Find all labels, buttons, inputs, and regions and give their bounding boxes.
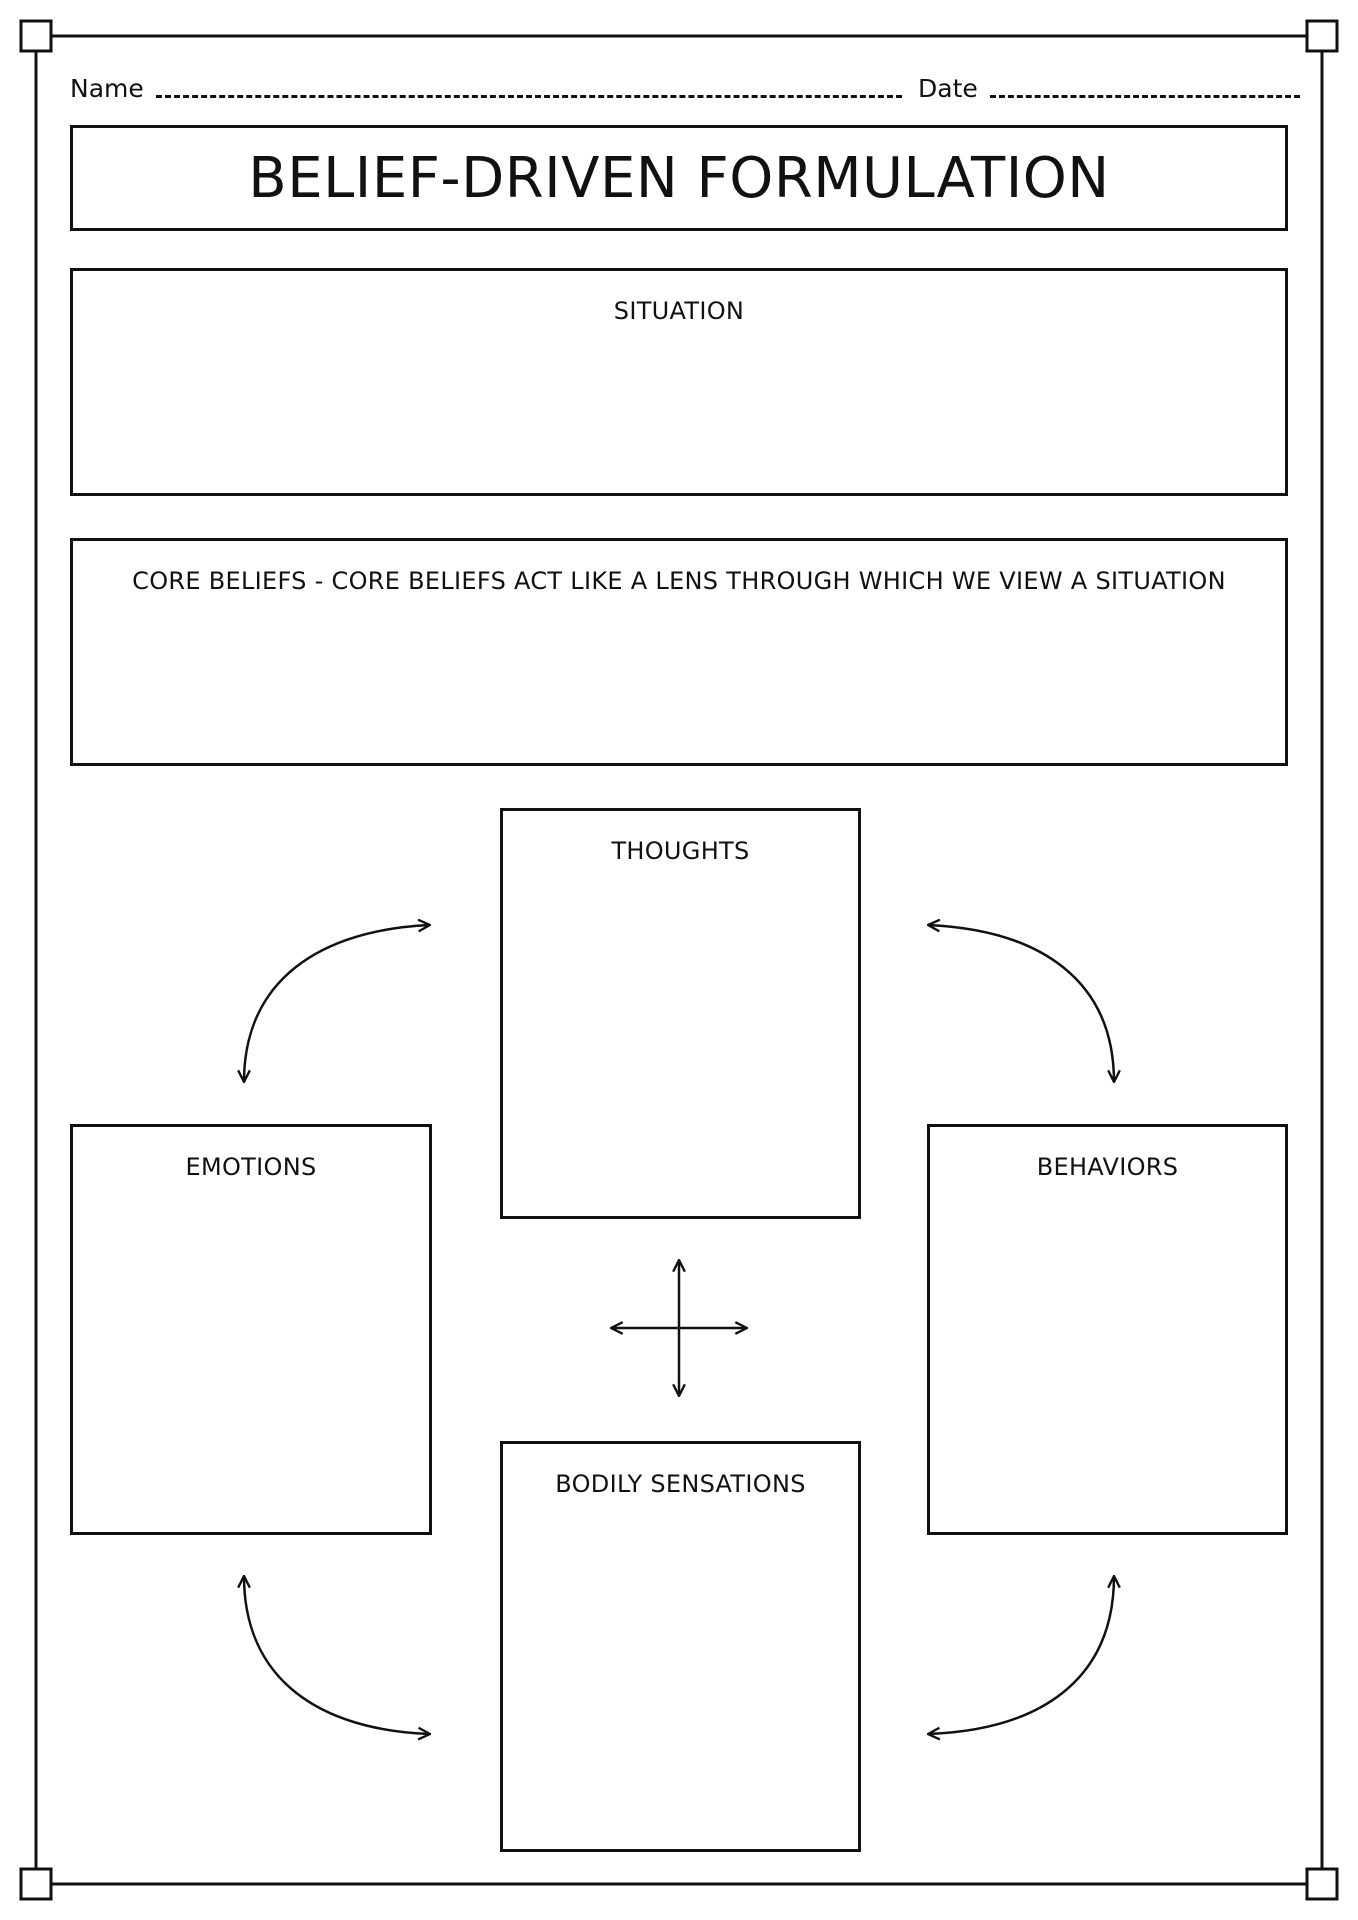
page-title: BELIEF-DRIVEN FORMULATION <box>248 145 1110 211</box>
page-border <box>34 34 1324 1886</box>
core-beliefs-box[interactable]: CORE BELIEFS - CORE BELIEFS ACT LIKE A L… <box>70 538 1288 766</box>
date-line[interactable] <box>989 95 1300 98</box>
arrow-behaviors-bodily <box>928 1576 1114 1734</box>
corner-square-tl <box>19 19 53 53</box>
emotions-label: EMOTIONS <box>185 1153 317 1181</box>
arrow-emotions-bodily <box>244 1576 430 1734</box>
situation-box[interactable]: SITUATION <box>70 268 1288 496</box>
thoughts-label: THOUGHTS <box>611 837 750 865</box>
core-beliefs-label: CORE BELIEFS - CORE BELIEFS ACT LIKE A L… <box>132 567 1226 595</box>
title-box: BELIEF-DRIVEN FORMULATION <box>70 125 1288 231</box>
behaviors-label: BEHAVIORS <box>1036 1153 1179 1181</box>
situation-label: SITUATION <box>613 297 745 325</box>
emotions-box[interactable]: EMOTIONS <box>70 1124 432 1535</box>
date-field[interactable]: Date <box>918 74 1300 103</box>
bodily-sensations-box[interactable]: BODILY SENSATIONS <box>500 1441 861 1852</box>
arrow-thoughts-behaviors <box>928 925 1114 1082</box>
bodily-sensations-label: BODILY SENSATIONS <box>555 1470 806 1498</box>
corner-square-br <box>1305 1867 1339 1901</box>
name-line[interactable] <box>155 95 902 98</box>
name-field[interactable]: Name <box>70 74 902 103</box>
corner-square-bl <box>19 1867 53 1901</box>
arrow-emotions-thoughts <box>244 925 430 1082</box>
name-label: Name <box>70 74 144 103</box>
thoughts-box[interactable]: THOUGHTS <box>500 808 861 1219</box>
corner-square-tr <box>1305 19 1339 53</box>
date-label: Date <box>918 74 978 103</box>
behaviors-box[interactable]: BEHAVIORS <box>927 1124 1288 1535</box>
